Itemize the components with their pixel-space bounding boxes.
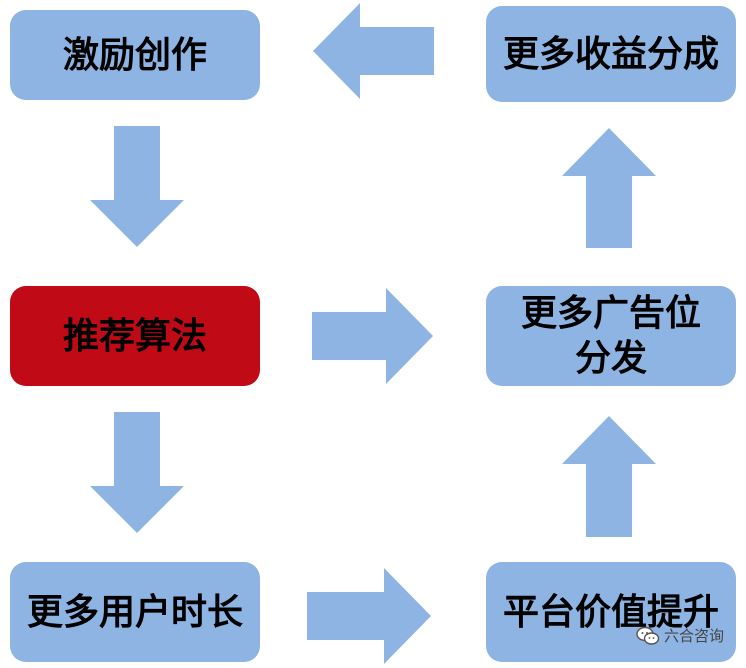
node-label: 推荐算法 (62, 315, 207, 357)
node-label-line2: 分发 (574, 338, 647, 379)
node-platform-value-up: 平台价值提升 (486, 562, 736, 662)
node-more-ad-slots: 更多广告位 分发 (486, 286, 736, 386)
node-incentivize-creation: 激励创作 (10, 10, 260, 100)
arrow-revenue-to-incentive (313, 3, 434, 99)
node-label: 激励创作 (62, 34, 207, 76)
node-label: 更多收益分成 (502, 33, 719, 75)
node-label: 平台价值提升 (502, 591, 719, 633)
node-more-user-time: 更多用户时长 (10, 562, 260, 662)
node-recommendation-algorithm: 推荐算法 (10, 286, 260, 386)
node-more-revenue-share: 更多收益分成 (486, 6, 736, 102)
arrow-algorithm-to-adslots (312, 288, 433, 384)
node-label-line1: 更多广告位 (520, 293, 701, 334)
node-label: 更多用户时长 (26, 591, 243, 633)
arrow-usertime-to-platform (307, 568, 431, 664)
wechat-icon (636, 626, 660, 646)
arrow-incentive-to-algorithm (90, 126, 184, 247)
watermark: 六合咨询 (636, 625, 724, 646)
watermark-text: 六合咨询 (663, 627, 724, 645)
arrow-adslots-to-revenue (562, 128, 656, 248)
arrow-platform-to-adslots (562, 416, 656, 537)
arrow-algorithm-to-usertime (90, 412, 184, 533)
